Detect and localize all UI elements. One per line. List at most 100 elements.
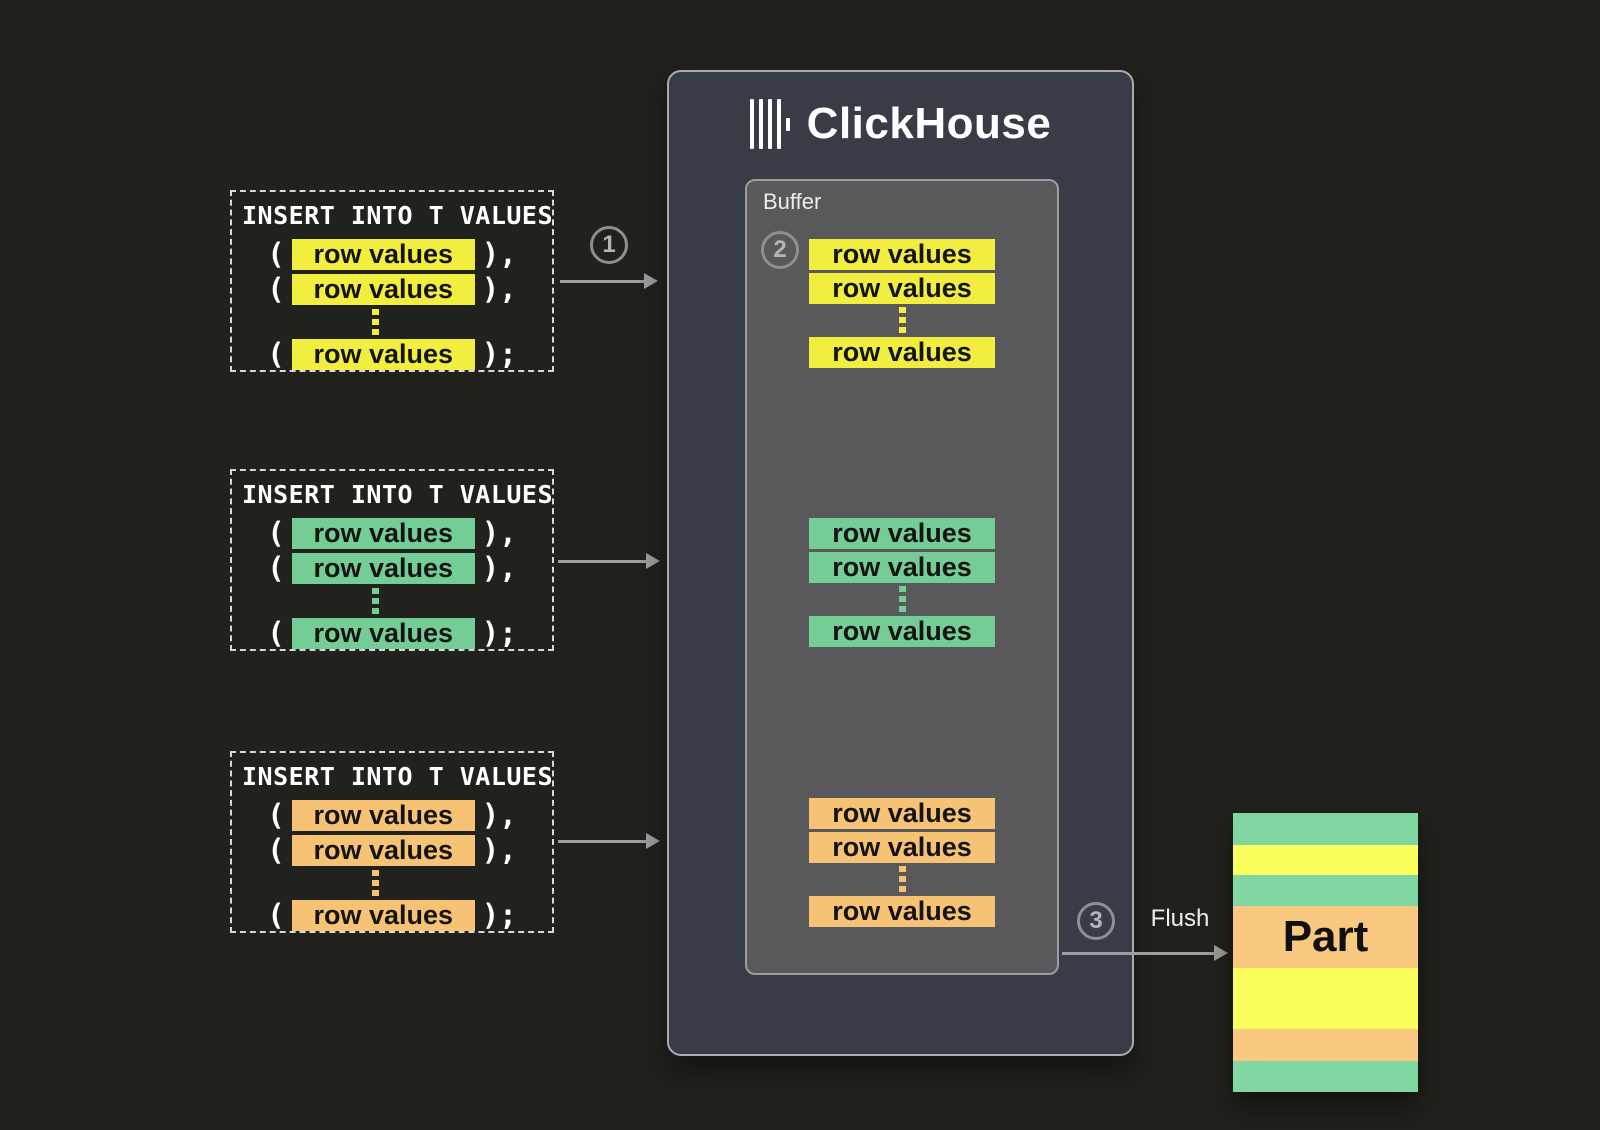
dot <box>372 870 379 876</box>
row-values-chip: row values <box>809 273 995 304</box>
buffer-group-yellow: row values row values row values <box>747 239 1057 371</box>
insert-statement-box-2: INSERT INTO T VALUES ( row values ), ( r… <box>230 469 554 651</box>
line-suffix: ); <box>482 900 517 931</box>
row-values-chip: row values <box>292 900 475 931</box>
ellipsis-dots <box>747 866 1057 892</box>
code-line: ( row values ), <box>232 274 552 305</box>
part-stripe: Part <box>1233 906 1418 968</box>
buffer-group-orange: row values row values row values <box>747 798 1057 930</box>
logo-bar <box>750 99 754 149</box>
open-paren: ( <box>267 339 284 370</box>
ellipsis-dots <box>747 307 1057 333</box>
dot <box>372 598 379 604</box>
open-paren: ( <box>267 900 284 931</box>
dot <box>899 596 906 602</box>
logo-bar <box>768 99 772 149</box>
row-values-chip: row values <box>809 337 995 368</box>
line-suffix: ), <box>482 800 517 831</box>
arrow-line <box>560 280 646 283</box>
insert-title: INSERT INTO T VALUES <box>232 480 552 509</box>
logo-dot <box>786 118 790 131</box>
row-values-chip: row values <box>809 616 995 647</box>
buffer-label: Buffer <box>763 189 821 215</box>
code-line: ( row values ), <box>232 835 552 866</box>
insert-statement-box-3: INSERT INTO T VALUES ( row values ), ( r… <box>230 751 554 933</box>
step-3-badge: 3 <box>1077 902 1115 940</box>
row-values-chip: row values <box>809 239 995 270</box>
ellipsis-dots <box>215 588 535 614</box>
open-paren: ( <box>267 239 284 270</box>
clickhouse-header: ClickHouse <box>669 99 1132 149</box>
part-stripe <box>1233 813 1418 845</box>
open-paren: ( <box>267 835 284 866</box>
arrow-head <box>1214 945 1228 961</box>
buffer-group-green: row values row values row values <box>747 518 1057 650</box>
dot <box>899 606 906 612</box>
code-line: ( row values ), <box>232 518 552 549</box>
dot <box>372 608 379 614</box>
line-suffix: ), <box>482 274 517 305</box>
code-line: ( row values ); <box>232 339 552 370</box>
part-stripe <box>1233 845 1418 875</box>
logo-bar <box>777 99 781 149</box>
line-suffix: ), <box>482 518 517 549</box>
dot <box>372 880 379 886</box>
dot <box>899 866 906 872</box>
line-suffix: ), <box>482 239 517 270</box>
logo-bar <box>759 99 763 149</box>
open-paren: ( <box>267 553 284 584</box>
row-values-chip: row values <box>809 832 995 863</box>
line-suffix: ); <box>482 339 517 370</box>
part-label: Part <box>1283 912 1369 962</box>
dot <box>372 329 379 335</box>
arrow-line <box>1062 952 1216 955</box>
insert-title: INSERT INTO T VALUES <box>232 762 552 791</box>
dot <box>899 886 906 892</box>
flush-arrow-icon <box>1062 945 1228 961</box>
row-values-chip: row values <box>809 798 995 829</box>
row-values-chip: row values <box>292 518 475 549</box>
arrow-right-icon <box>558 833 660 849</box>
code-line: ( row values ), <box>232 800 552 831</box>
part-stripe <box>1233 875 1418 906</box>
dot <box>372 319 379 325</box>
step-number: 1 <box>602 231 615 259</box>
open-paren: ( <box>267 518 284 549</box>
ellipsis-dots <box>215 870 535 896</box>
arrow-line <box>558 840 648 843</box>
code-line: ( row values ); <box>232 900 552 931</box>
line-suffix: ), <box>482 835 517 866</box>
line-suffix: ); <box>482 618 517 649</box>
clickhouse-logo-icon <box>750 99 790 149</box>
row-values-chip: row values <box>292 274 475 305</box>
part-stripe <box>1233 1029 1418 1061</box>
row-values-chip: row values <box>292 553 475 584</box>
arrow-head <box>646 553 660 569</box>
row-values-chip: row values <box>292 800 475 831</box>
dot <box>899 586 906 592</box>
code-line: ( row values ); <box>232 618 552 649</box>
row-values-chip: row values <box>292 339 475 370</box>
code-line: ( row values ), <box>232 553 552 584</box>
row-values-chip: row values <box>809 552 995 583</box>
flush-label: Flush <box>1128 905 1232 933</box>
open-paren: ( <box>267 618 284 649</box>
ellipsis-dots <box>747 586 1057 612</box>
row-values-chip: row values <box>809 896 995 927</box>
code-line: ( row values ), <box>232 239 552 270</box>
arrow-head <box>644 273 658 289</box>
dot <box>899 876 906 882</box>
row-values-chip: row values <box>292 618 475 649</box>
dot <box>372 890 379 896</box>
insert-title: INSERT INTO T VALUES <box>232 201 552 230</box>
dot <box>899 317 906 323</box>
dot <box>899 307 906 313</box>
dot <box>372 309 379 315</box>
buffer-panel: Buffer 2 row values row values row value… <box>745 179 1059 975</box>
dot <box>899 327 906 333</box>
dot <box>372 588 379 594</box>
arrow-right-icon <box>558 553 660 569</box>
step-1-badge: 1 <box>590 226 628 264</box>
row-values-chip: row values <box>292 835 475 866</box>
